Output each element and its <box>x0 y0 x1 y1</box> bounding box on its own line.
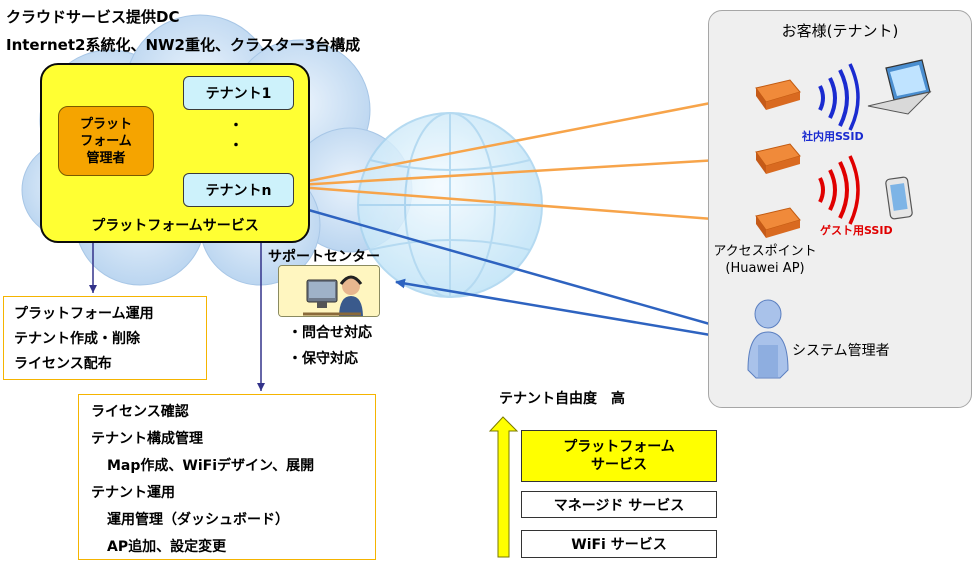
platform-admin-line: フォーム <box>80 133 132 149</box>
wifi-signal-internal-icon <box>818 63 860 131</box>
access-point-name: アクセスポイント <box>713 244 817 259</box>
orange-arrow-ap2 <box>297 153 753 190</box>
platform-admin-line: プラット <box>79 116 132 132</box>
tenant-n-box: テナントn <box>183 173 294 207</box>
tenant-ops-item: テナント運用 <box>91 485 175 501</box>
access-point-icon <box>755 143 801 174</box>
support-center-illustration <box>278 265 380 317</box>
blue-arrow-admin-to-tenant <box>297 204 753 338</box>
ssid-guest-label: ゲスト用SSID <box>820 224 893 237</box>
tenant-ops-subitem: Map作成、WiFiデザイン、展開 <box>107 458 315 474</box>
platform-service-label: プラットフォームサービス <box>91 218 259 234</box>
customer-panel-title: お客様(テナント) <box>781 22 899 40</box>
tenant-1-box: テナント1 <box>183 76 294 110</box>
support-center-label: サポートセンター <box>268 249 380 265</box>
tenant-ops-box: ライセンス確認 テナント構成管理 Map作成、WiFiデザイン、展開 テナント運… <box>78 394 376 560</box>
header-title: クラウドサービス提供DC <box>6 8 180 26</box>
tenant-ops-item: テナント構成管理 <box>91 431 203 447</box>
system-admin-person-icon <box>747 299 789 379</box>
operator-headset-icon <box>279 266 379 316</box>
access-point-icon <box>755 207 801 238</box>
platform-ops-box: プラットフォーム運用 テナント作成・削除 ライセンス配布 <box>3 296 207 380</box>
blue-arrow-admin-to-support <box>395 278 753 344</box>
header-subtitle: Internet2系統化、NW2重化、クラスター3台構成 <box>6 36 361 54</box>
laptop-icon <box>867 59 932 115</box>
level-platform-line: プラットフォーム <box>563 439 675 455</box>
level-wifi-service: WiFi サービス <box>521 530 717 558</box>
ellipsis-dot: ・ <box>229 138 243 154</box>
tenant-freedom-title: テナント自由度 高 <box>499 391 625 407</box>
platform-admin-line: 管理者 <box>86 150 126 166</box>
access-point-icon <box>755 79 801 110</box>
system-admin-label: システム管理者 <box>792 343 890 359</box>
platform-admin-box: プラット フォーム 管理者 <box>58 106 154 176</box>
customer-tenant-panel <box>708 10 972 408</box>
ssid-internal-label: 社内用SSID <box>802 130 864 143</box>
access-point-label: アクセスポイント (Huawei AP) <box>700 243 830 277</box>
level-platform-service: プラットフォーム サービス <box>521 430 717 482</box>
platform-ops-item: プラットフォーム運用 <box>14 306 154 322</box>
support-item: ・問合せ対応 <box>288 325 372 341</box>
platform-ops-item: テナント作成・削除 <box>14 331 140 347</box>
tenant-ellipsis: ・ ・ <box>226 116 246 156</box>
level-managed-service: マネージド サービス <box>521 491 717 518</box>
tenant-ops-subitem: 運用管理（ダッシュボード） <box>107 512 289 528</box>
support-item: ・保守対応 <box>288 351 358 367</box>
access-point-model: (Huawei AP) <box>725 261 805 276</box>
freedom-arrow-icon <box>488 416 519 558</box>
ellipsis-dot: ・ <box>229 118 243 134</box>
orange-arrow-ap3 <box>297 182 753 227</box>
platform-ops-item: ライセンス配布 <box>14 356 112 372</box>
tenant-ops-subitem: AP追加、設定変更 <box>107 539 227 555</box>
wifi-signal-guest-icon <box>818 155 860 225</box>
tenant-ops-item: ライセンス確認 <box>91 404 189 420</box>
smartphone-icon <box>885 176 913 220</box>
level-platform-line: サービス <box>591 457 647 473</box>
support-center-items: ・問合せ対応 ・保守対応 <box>288 320 372 372</box>
customer-panel-graphics <box>747 59 932 379</box>
